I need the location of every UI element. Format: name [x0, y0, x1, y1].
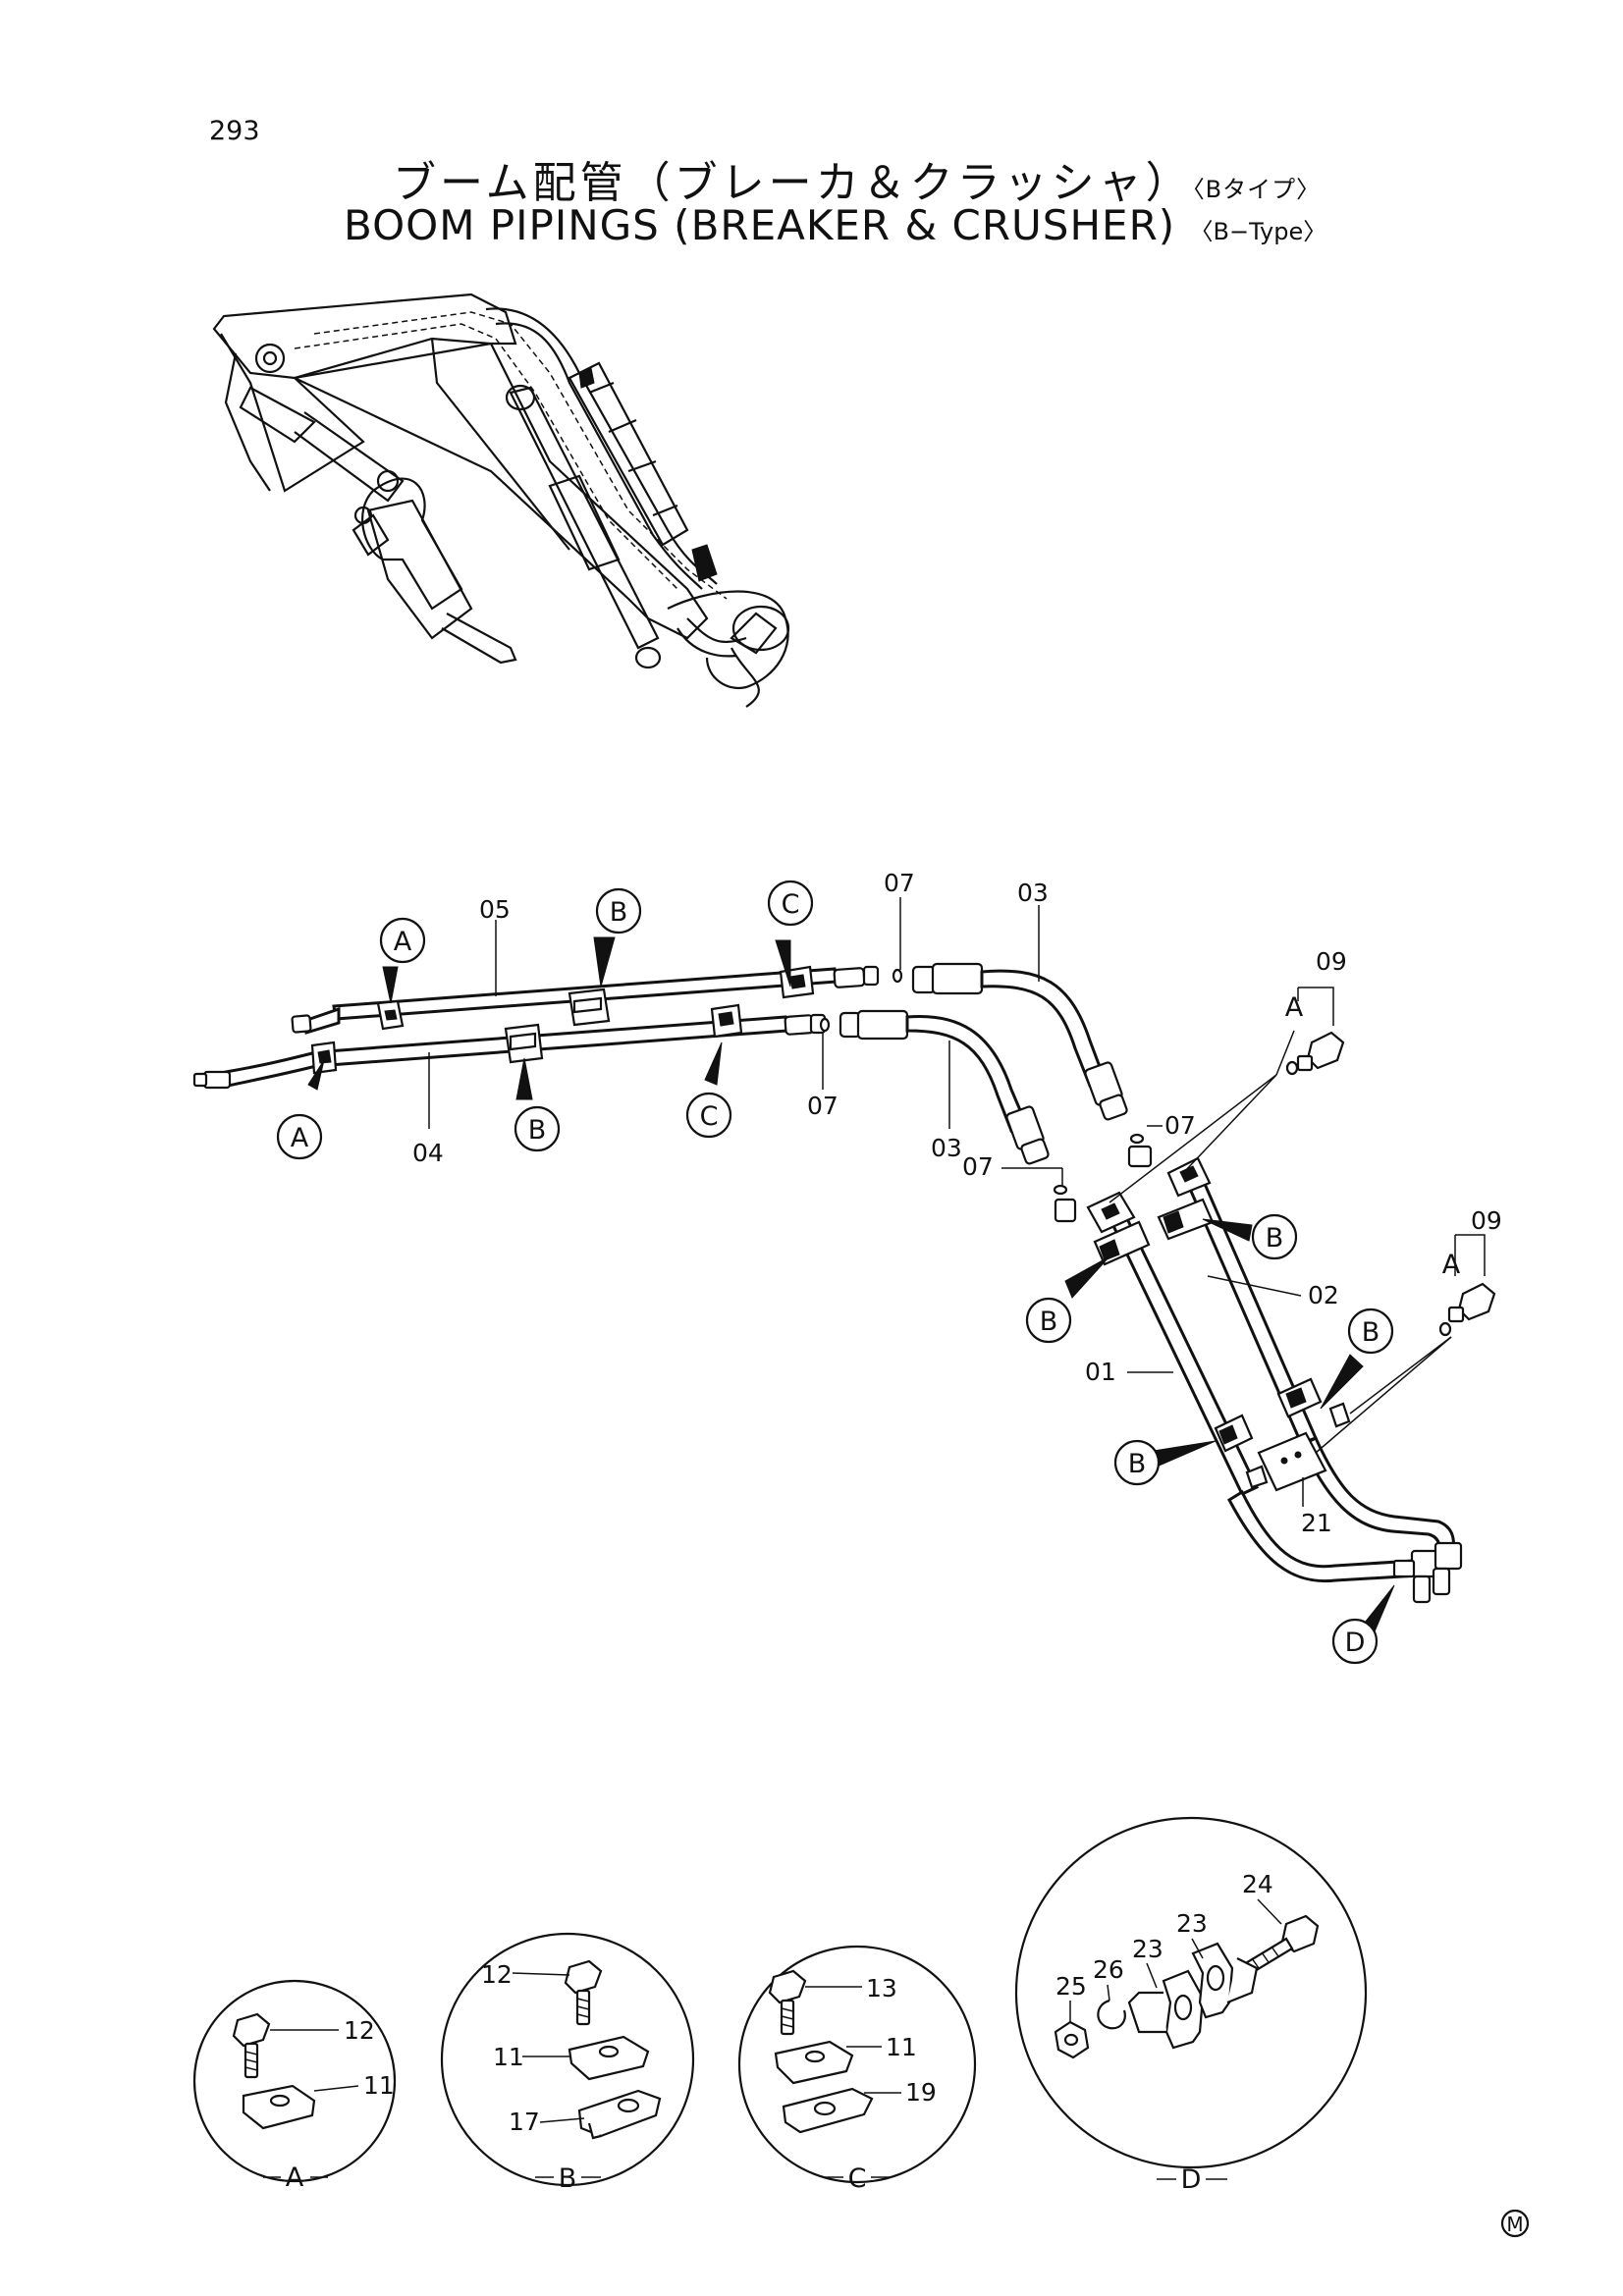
detail-d-label-26: 26 — [1093, 1955, 1124, 1984]
detail-c-label-19: 19 — [905, 2078, 937, 2107]
detail-b: 12 11 17 B — [440, 1932, 695, 2194]
detail-d-label-23-right: 23 — [1176, 1909, 1208, 1938]
callout-b-left-upper: B — [1040, 1307, 1058, 1337]
leader-lines — [428, 897, 1486, 1507]
label-04: 04 — [412, 1139, 444, 1167]
label-02: 02 — [1308, 1281, 1339, 1309]
callout-a-plug-upper: A — [1285, 992, 1304, 1023]
label-03-lower: 03 — [931, 1134, 962, 1162]
callout-b-right-upper: B — [1266, 1223, 1284, 1254]
title-japanese-type: 〈Bタイプ〉 — [1192, 176, 1322, 203]
page-number: 293 — [209, 116, 260, 146]
callout-b-left-lower: B — [1128, 1449, 1147, 1479]
callout-b-right-lower: B — [1362, 1317, 1380, 1348]
detail-c-label-13: 13 — [866, 1974, 897, 2002]
callout-a-plug-lower: A — [1442, 1250, 1461, 1280]
detail-d: 24 23 23 26 25 D — [1014, 1816, 1368, 2195]
label-03-upper: 03 — [1017, 879, 1049, 907]
title-english: BOOM PIPINGS (BREAKER & CRUSHER) 〈B−Type… — [344, 201, 1326, 249]
excavator-overview-illustration — [212, 293, 790, 708]
title-english-main: BOOM PIPINGS (BREAKER & CRUSHER) — [344, 201, 1176, 249]
label-01: 01 — [1085, 1358, 1116, 1386]
detail-c-label-11: 11 — [886, 2033, 917, 2061]
part-number-labels: 05 04 07 07 03 03 07 07 09 09 02 01 21 — [412, 869, 1502, 1537]
clamps-straight-pipes — [310, 965, 815, 1075]
clamps-inclined-lower — [1214, 1377, 1351, 1492]
hose-03-upper — [911, 962, 1128, 1121]
detail-a: 12 11 A — [192, 1979, 397, 2193]
detail-b-title: B — [559, 2163, 577, 2194]
label-09-lower: 09 — [1471, 1206, 1502, 1235]
clamp-21 — [1257, 1431, 1327, 1492]
label-05: 05 — [479, 895, 511, 924]
callout-circles: A B C A B C B B B B D A A — [276, 880, 1461, 1665]
callout-a-upper: A — [394, 927, 412, 957]
detail-b-label-17: 17 — [509, 2108, 540, 2136]
detail-d-label-23-left: 23 — [1132, 1935, 1163, 1963]
detail-a-title: A — [286, 2163, 304, 2193]
detail-b-label-11: 11 — [493, 2043, 524, 2071]
label-09-upper: 09 — [1316, 947, 1347, 976]
main-piping-assembly — [192, 962, 1496, 1604]
callout-b-lower: B — [528, 1115, 547, 1146]
detail-a-label-12: 12 — [344, 2016, 375, 2045]
callout-a-lower: A — [291, 1123, 309, 1153]
callout-c-upper: C — [782, 889, 800, 920]
label-07-left: 07 — [962, 1152, 994, 1181]
title-japanese: ブーム配管（ブレーカ＆クラッシャ）〈Bタイプ〉 — [393, 147, 1321, 210]
callout-d: D — [1345, 1628, 1366, 1658]
hose-03-lower — [839, 1009, 1050, 1165]
label-21: 21 — [1301, 1509, 1332, 1537]
manufacturer-mark-letter: M — [1506, 2213, 1523, 2236]
title-japanese-main: ブーム配管（ブレーカ＆クラッシャ） — [393, 158, 1193, 208]
detail-d-label-25: 25 — [1055, 1972, 1087, 2001]
clamps-inclined-upper — [1086, 1156, 1215, 1266]
label-07-middle: 07 — [807, 1092, 839, 1120]
detail-d-title: D — [1181, 2164, 1202, 2195]
callout-arrows — [307, 936, 1395, 1632]
detail-b-label-12: 12 — [481, 1960, 513, 1989]
detail-c: 13 11 19 C — [737, 1945, 977, 2194]
bottom-fittings — [1392, 1541, 1463, 1604]
title-english-type: 〈B−Type〉 — [1189, 218, 1327, 245]
label-07-top: 07 — [884, 869, 915, 897]
detail-c-title: C — [848, 2163, 867, 2194]
label-07-right: 07 — [1164, 1111, 1196, 1140]
detail-d-label-24: 24 — [1242, 1870, 1273, 1898]
callout-c-lower: C — [700, 1101, 719, 1132]
manufacturer-mark: M — [1500, 2209, 1530, 2238]
detail-a-label-11: 11 — [363, 2071, 395, 2100]
callout-b-upper: B — [610, 897, 628, 928]
